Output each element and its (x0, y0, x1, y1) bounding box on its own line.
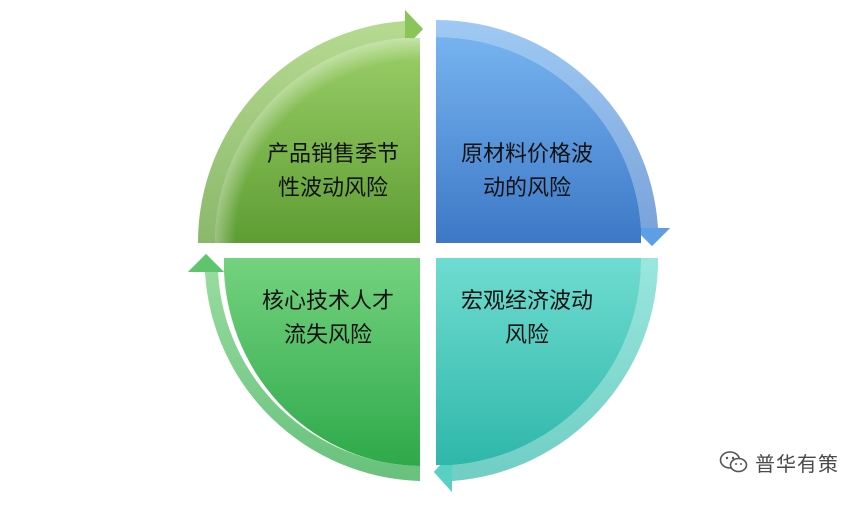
quadrant-bottom-right (434, 258, 659, 492)
quadrant-top-right (436, 19, 670, 247)
quadrant-bottom-left (188, 254, 420, 481)
label-line: 风险 (504, 323, 549, 348)
quadrant-top-left (197, 10, 423, 243)
quadrant-label-bottom-right: 宏观经济波动 风险 (442, 285, 612, 353)
quadrant-label-top-right: 原材料价格波 动的风险 (442, 138, 612, 206)
quadrant-label-top-left: 产品销售季节 性波动风险 (248, 138, 418, 206)
label-line: 动的风险 (482, 176, 571, 201)
watermark-text: 普华有策 (755, 451, 839, 476)
label-line: 流失风险 (283, 323, 372, 348)
label-line: 核心技术人才 (261, 289, 394, 314)
label-line: 性波动风险 (277, 176, 388, 201)
watermark: 普华有策 (719, 449, 839, 476)
quadrant-label-bottom-left: 核心技术人才 流失风险 (248, 285, 408, 353)
label-line: 原材料价格波 (460, 142, 593, 167)
label-line: 宏观经济波动 (460, 289, 593, 314)
wechat-icon (719, 451, 748, 473)
label-line: 产品销售季节 (266, 142, 399, 167)
